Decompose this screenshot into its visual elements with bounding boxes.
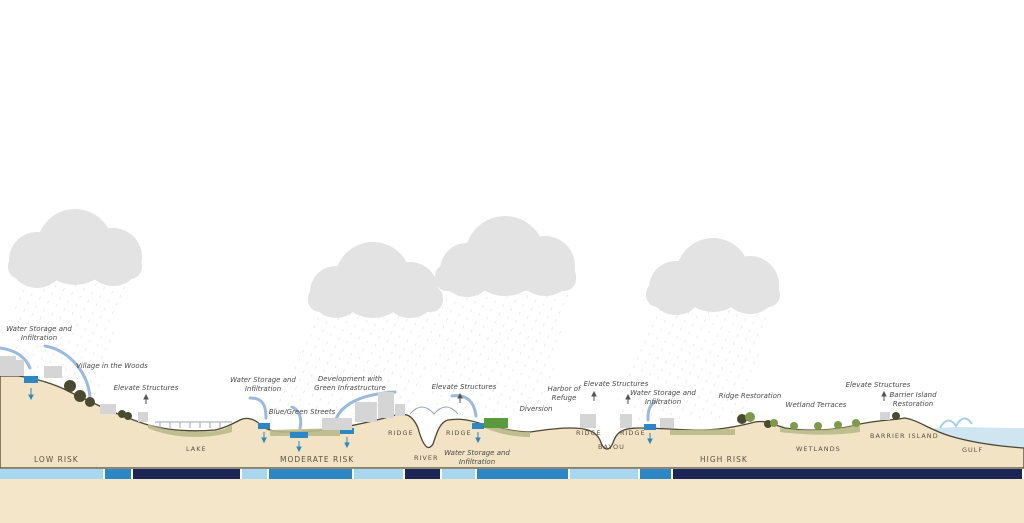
risk-bar-segment: [405, 469, 440, 479]
label-line: Infiltration: [245, 385, 281, 393]
label-line: Infiltration: [459, 458, 495, 466]
landform-lake: LAKE: [186, 445, 207, 453]
label-village-in-the-woods: Village in the Woods: [76, 362, 148, 371]
risk-bar-segment: [442, 469, 475, 479]
risk-bar-segment: [673, 469, 1022, 479]
landform-wetlands: WETLANDS: [796, 445, 841, 453]
label-wetland-terraces: Wetland Terraces: [784, 401, 848, 410]
risk-bar-segment: [242, 469, 267, 479]
label-line: Water Storage and: [444, 449, 510, 457]
landform-barrier-island: BARRIER ISLAND: [870, 432, 939, 440]
label-elevate-structures-2: Elevate Structures: [428, 383, 500, 392]
green-building: [484, 418, 508, 428]
label-barrier-island-restoration: Barrier Island Restoration: [884, 391, 942, 409]
label-line: Development with: [318, 375, 382, 383]
risk-zone-high: HIGH RISK: [700, 455, 748, 464]
label-line: Green Infrastructure: [314, 384, 386, 392]
landform-bayou: BAYOU: [598, 443, 625, 451]
risk-zone-low: LOW RISK: [34, 455, 79, 464]
risk-bar-segment: [354, 469, 403, 479]
landform-gulf: GULF: [962, 446, 983, 454]
landform-ridge-4: RIDGE: [620, 429, 646, 437]
label-diversion: Diversion: [516, 405, 556, 414]
cloud-4: [646, 238, 780, 315]
label-development-green-infrastructure: Development with Green Infrastructure: [310, 375, 390, 393]
base-ground: [0, 479, 1024, 523]
label-blue-green-streets: Blue/Green Streets: [266, 408, 338, 417]
label-elevate-structures-4: Elevate Structures: [842, 381, 914, 390]
label-line: Water Storage and: [230, 376, 296, 384]
risk-bar-segment: [477, 469, 568, 479]
risk-bar-segment: [570, 469, 638, 479]
label-elevate-structures-1: Elevate Structures: [108, 384, 184, 393]
risk-bar-segment: [133, 469, 240, 479]
risk-bar-segment: [269, 469, 352, 479]
label-line: Restoration: [893, 400, 933, 408]
landform-ridge-1: RIDGE: [388, 429, 414, 437]
risk-bar-segment: [0, 469, 103, 479]
risk-bar-segment: [640, 469, 671, 479]
label-line: Barrier Island: [889, 391, 936, 399]
clouds: [8, 209, 780, 318]
risk-zone-moderate: MODERATE RISK: [280, 455, 354, 464]
landform-ridge-2: RIDGE: [446, 429, 472, 437]
cloud-2: [308, 242, 443, 318]
label-water-storage-3: Water Storage and Infiltration: [440, 449, 514, 467]
label-line: Infiltration: [21, 334, 57, 342]
cloud-1: [8, 209, 142, 288]
cloud-3: [435, 216, 576, 297]
label-water-storage-4: Water Storage and Infiltration: [628, 389, 698, 407]
label-line: Harbor of: [547, 385, 580, 393]
label-line: Infiltration: [645, 398, 681, 406]
landform-ridge-3: RIDGE: [576, 429, 602, 437]
label-elevate-structures-3: Elevate Structures: [580, 380, 652, 389]
label-line: Water Storage and: [630, 389, 696, 397]
risk-bar: [0, 469, 1022, 479]
label-harbor-of-refuge: Harbor of Refuge: [544, 385, 584, 403]
label-line: Refuge: [552, 394, 577, 402]
label-water-storage-1: Water Storage and Infiltration: [4, 325, 74, 343]
landform-river: RIVER: [414, 454, 439, 462]
risk-bar-segment: [105, 469, 131, 479]
label-ridge-restoration: Ridge Restoration: [716, 392, 784, 401]
label-water-storage-2: Water Storage and Infiltration: [228, 376, 298, 394]
label-line: Water Storage and: [6, 325, 72, 333]
